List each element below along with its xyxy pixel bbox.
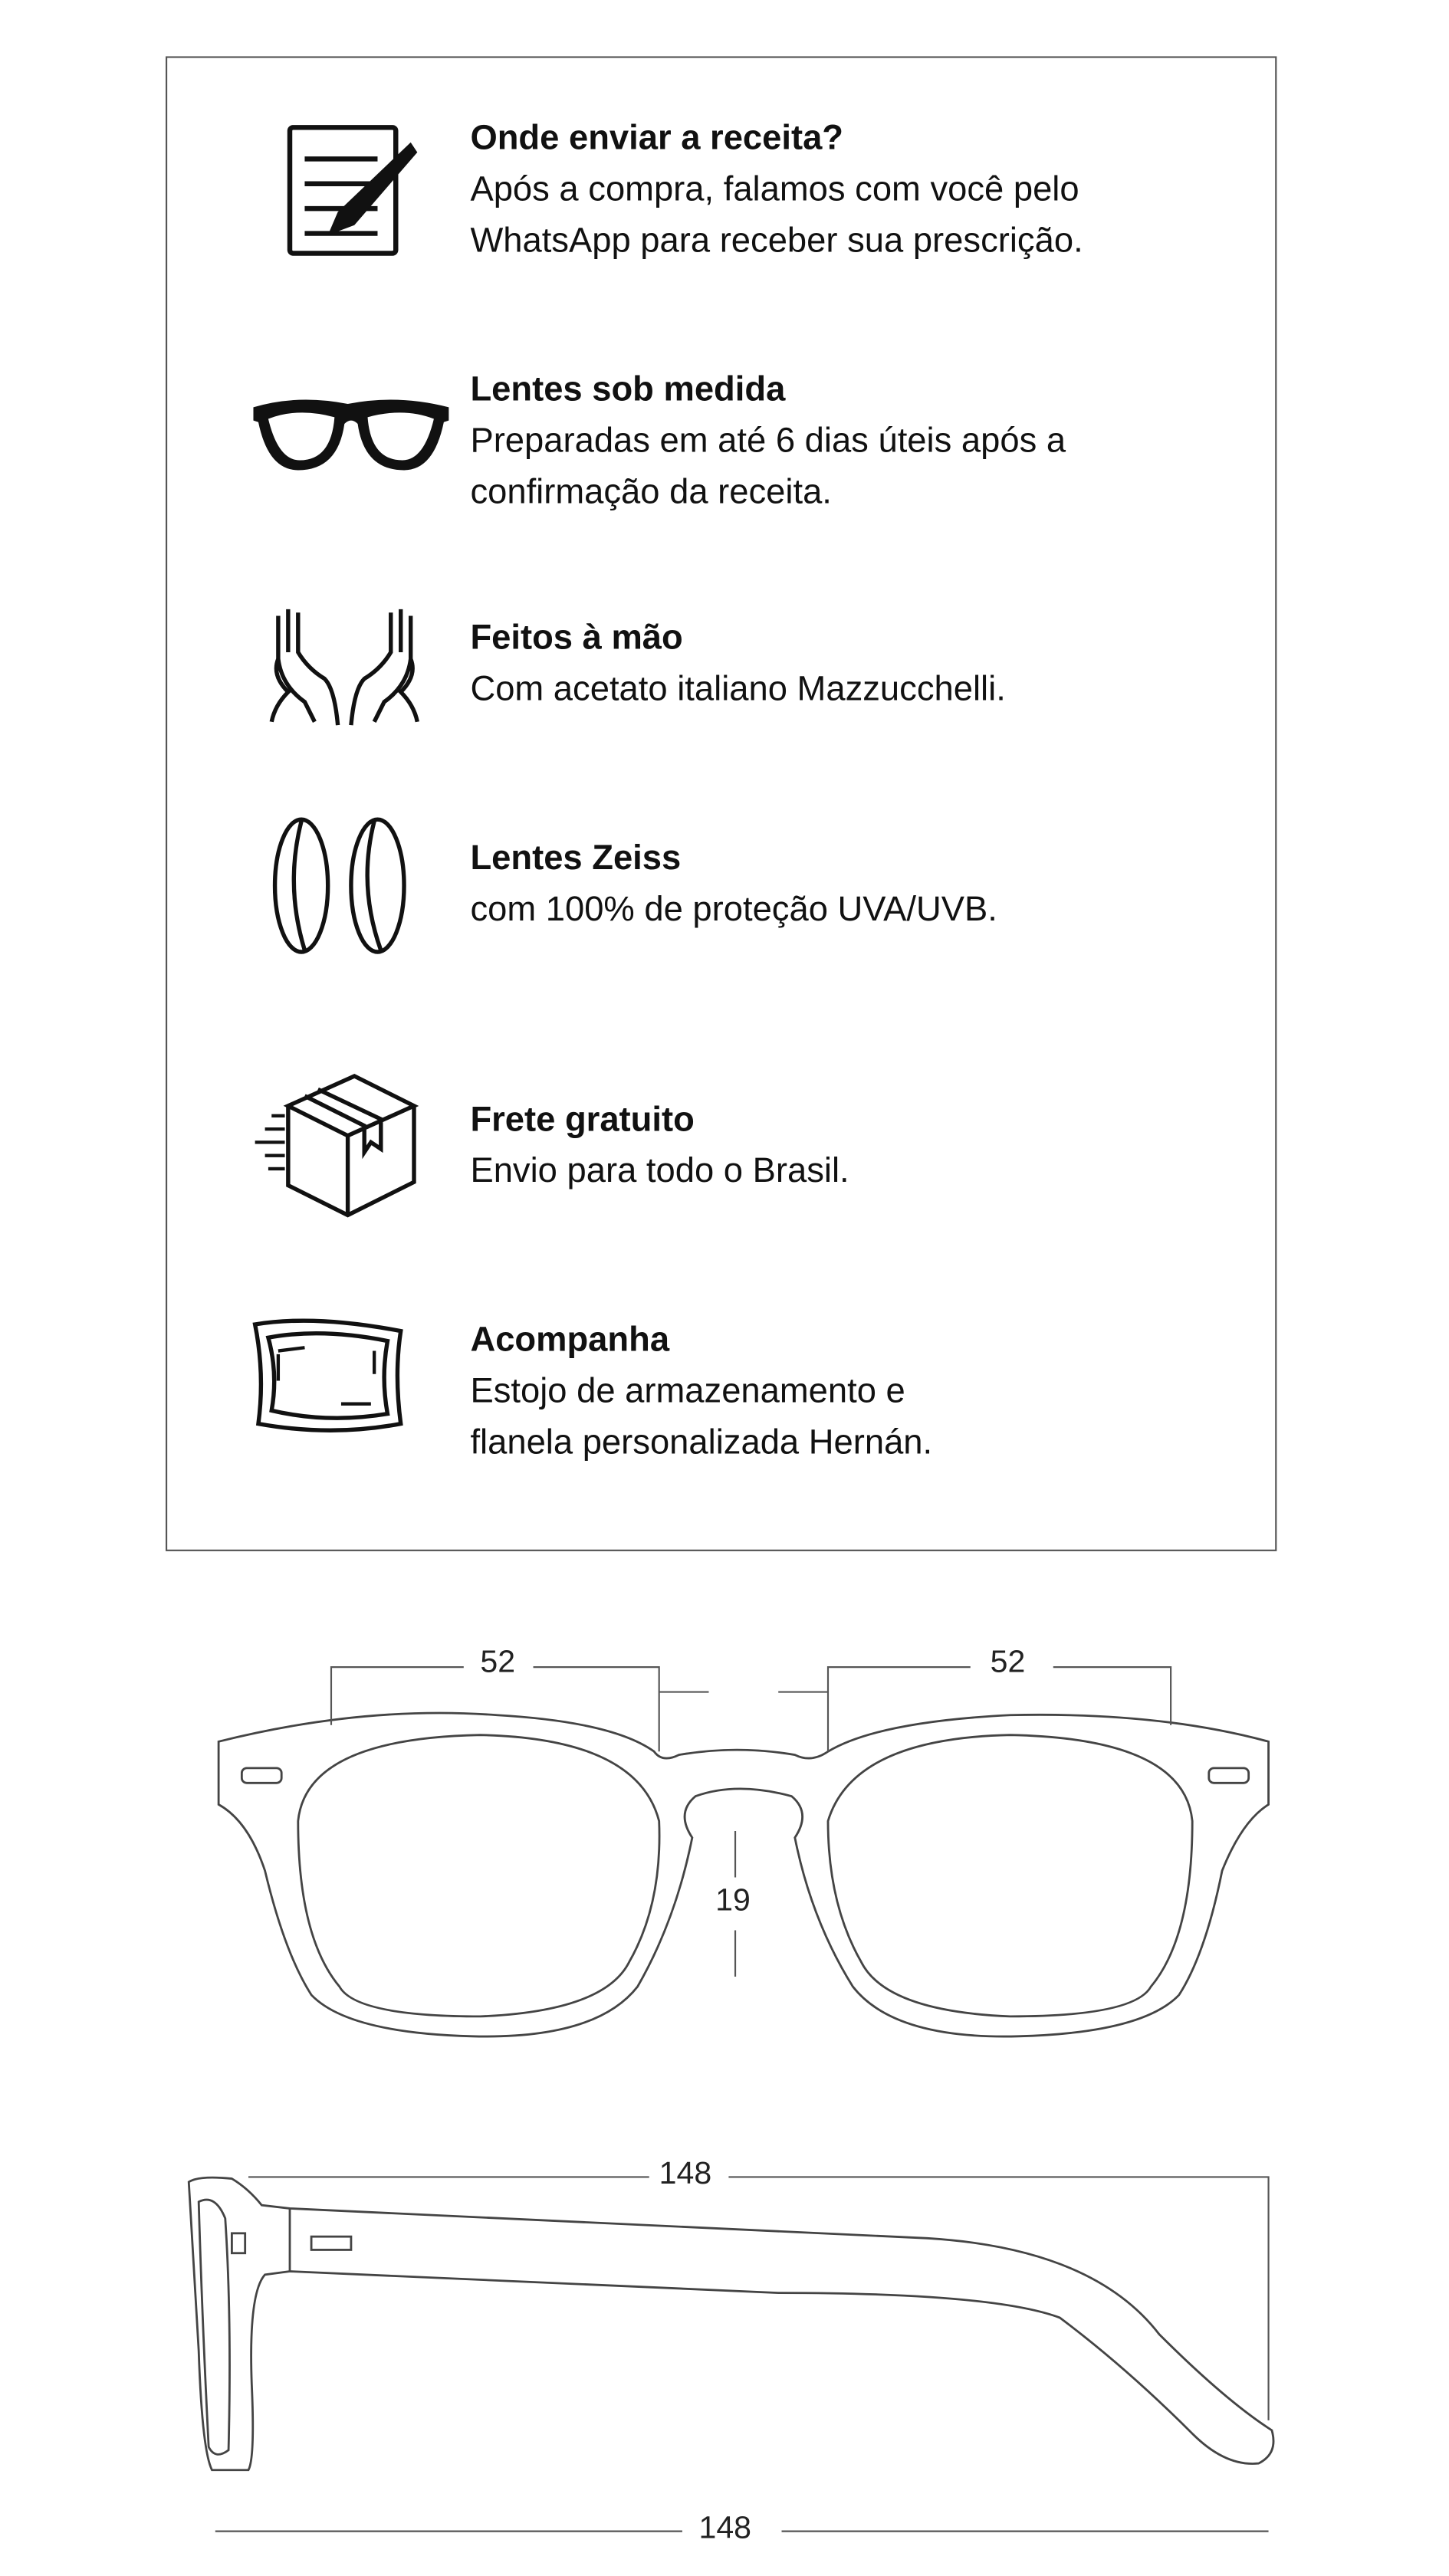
- feature-title: Feitos à mão: [470, 619, 683, 658]
- feature-desc: Com acetato italiano Mazzucchelli.: [470, 670, 1006, 709]
- side-view-frame: [187, 2176, 1275, 2472]
- features-box: [166, 56, 1277, 1551]
- feature-prescription: Onde enviar a receita? Após a compra, fa…: [470, 113, 1232, 267]
- feature-desc: Estojo de armazenamento e: [470, 1372, 905, 1411]
- feature-desc: WhatsApp para receber sua prescrição.: [470, 222, 1083, 261]
- feature-handmade: Feitos à mão Com acetato italiano Mazzuc…: [470, 612, 1232, 715]
- dimension-lines: [215, 1666, 1270, 2532]
- temple-length-label: 148: [652, 2157, 718, 2194]
- feature-custom-lenses: Lentes sob medida Preparadas em até 6 di…: [470, 364, 1232, 518]
- feature-desc: com 100% de proteção UVA/UVB.: [470, 891, 997, 929]
- feature-desc: Envio para todo o Brasil.: [470, 1152, 849, 1191]
- bridge-label: 19: [708, 1884, 757, 1921]
- lens-width-right-label: 52: [984, 1646, 1032, 1682]
- feature-title: Acompanha: [470, 1321, 670, 1360]
- glasses-icon: [253, 399, 449, 471]
- feature-title: Onde enviar a receita?: [470, 119, 844, 158]
- feature-title: Lentes sob medida: [470, 370, 786, 409]
- shipping-box-icon: [255, 1074, 419, 1218]
- feature-title: Lentes Zeiss: [470, 839, 682, 878]
- hands-icon: [269, 609, 419, 726]
- feature-desc: Preparadas em até 6 dias úteis após a: [470, 422, 1066, 461]
- lens-width-left-label: 52: [473, 1646, 522, 1682]
- total-length-label: 148: [692, 2511, 758, 2548]
- lenses-icon: [272, 817, 406, 954]
- feature-desc: flanela personalizada Hernán.: [470, 1423, 933, 1462]
- front-view-frame: [217, 1711, 1270, 2038]
- feature-accessories: Acompanha Estojo de armazenamento e flan…: [470, 1314, 1232, 1468]
- feature-desc: Após a compra, falamos com você pelo: [470, 170, 1079, 209]
- feature-desc: confirmação da receita.: [470, 473, 832, 512]
- cloth-icon: [252, 1318, 403, 1432]
- feature-free-shipping: Frete gratuito Envio para todo o Brasil.: [470, 1094, 1232, 1197]
- feature-zeiss-lenses: Lentes Zeiss com 100% de proteção UVA/UV…: [470, 832, 1232, 935]
- prescription-icon: [287, 125, 418, 256]
- feature-title: Frete gratuito: [470, 1101, 695, 1140]
